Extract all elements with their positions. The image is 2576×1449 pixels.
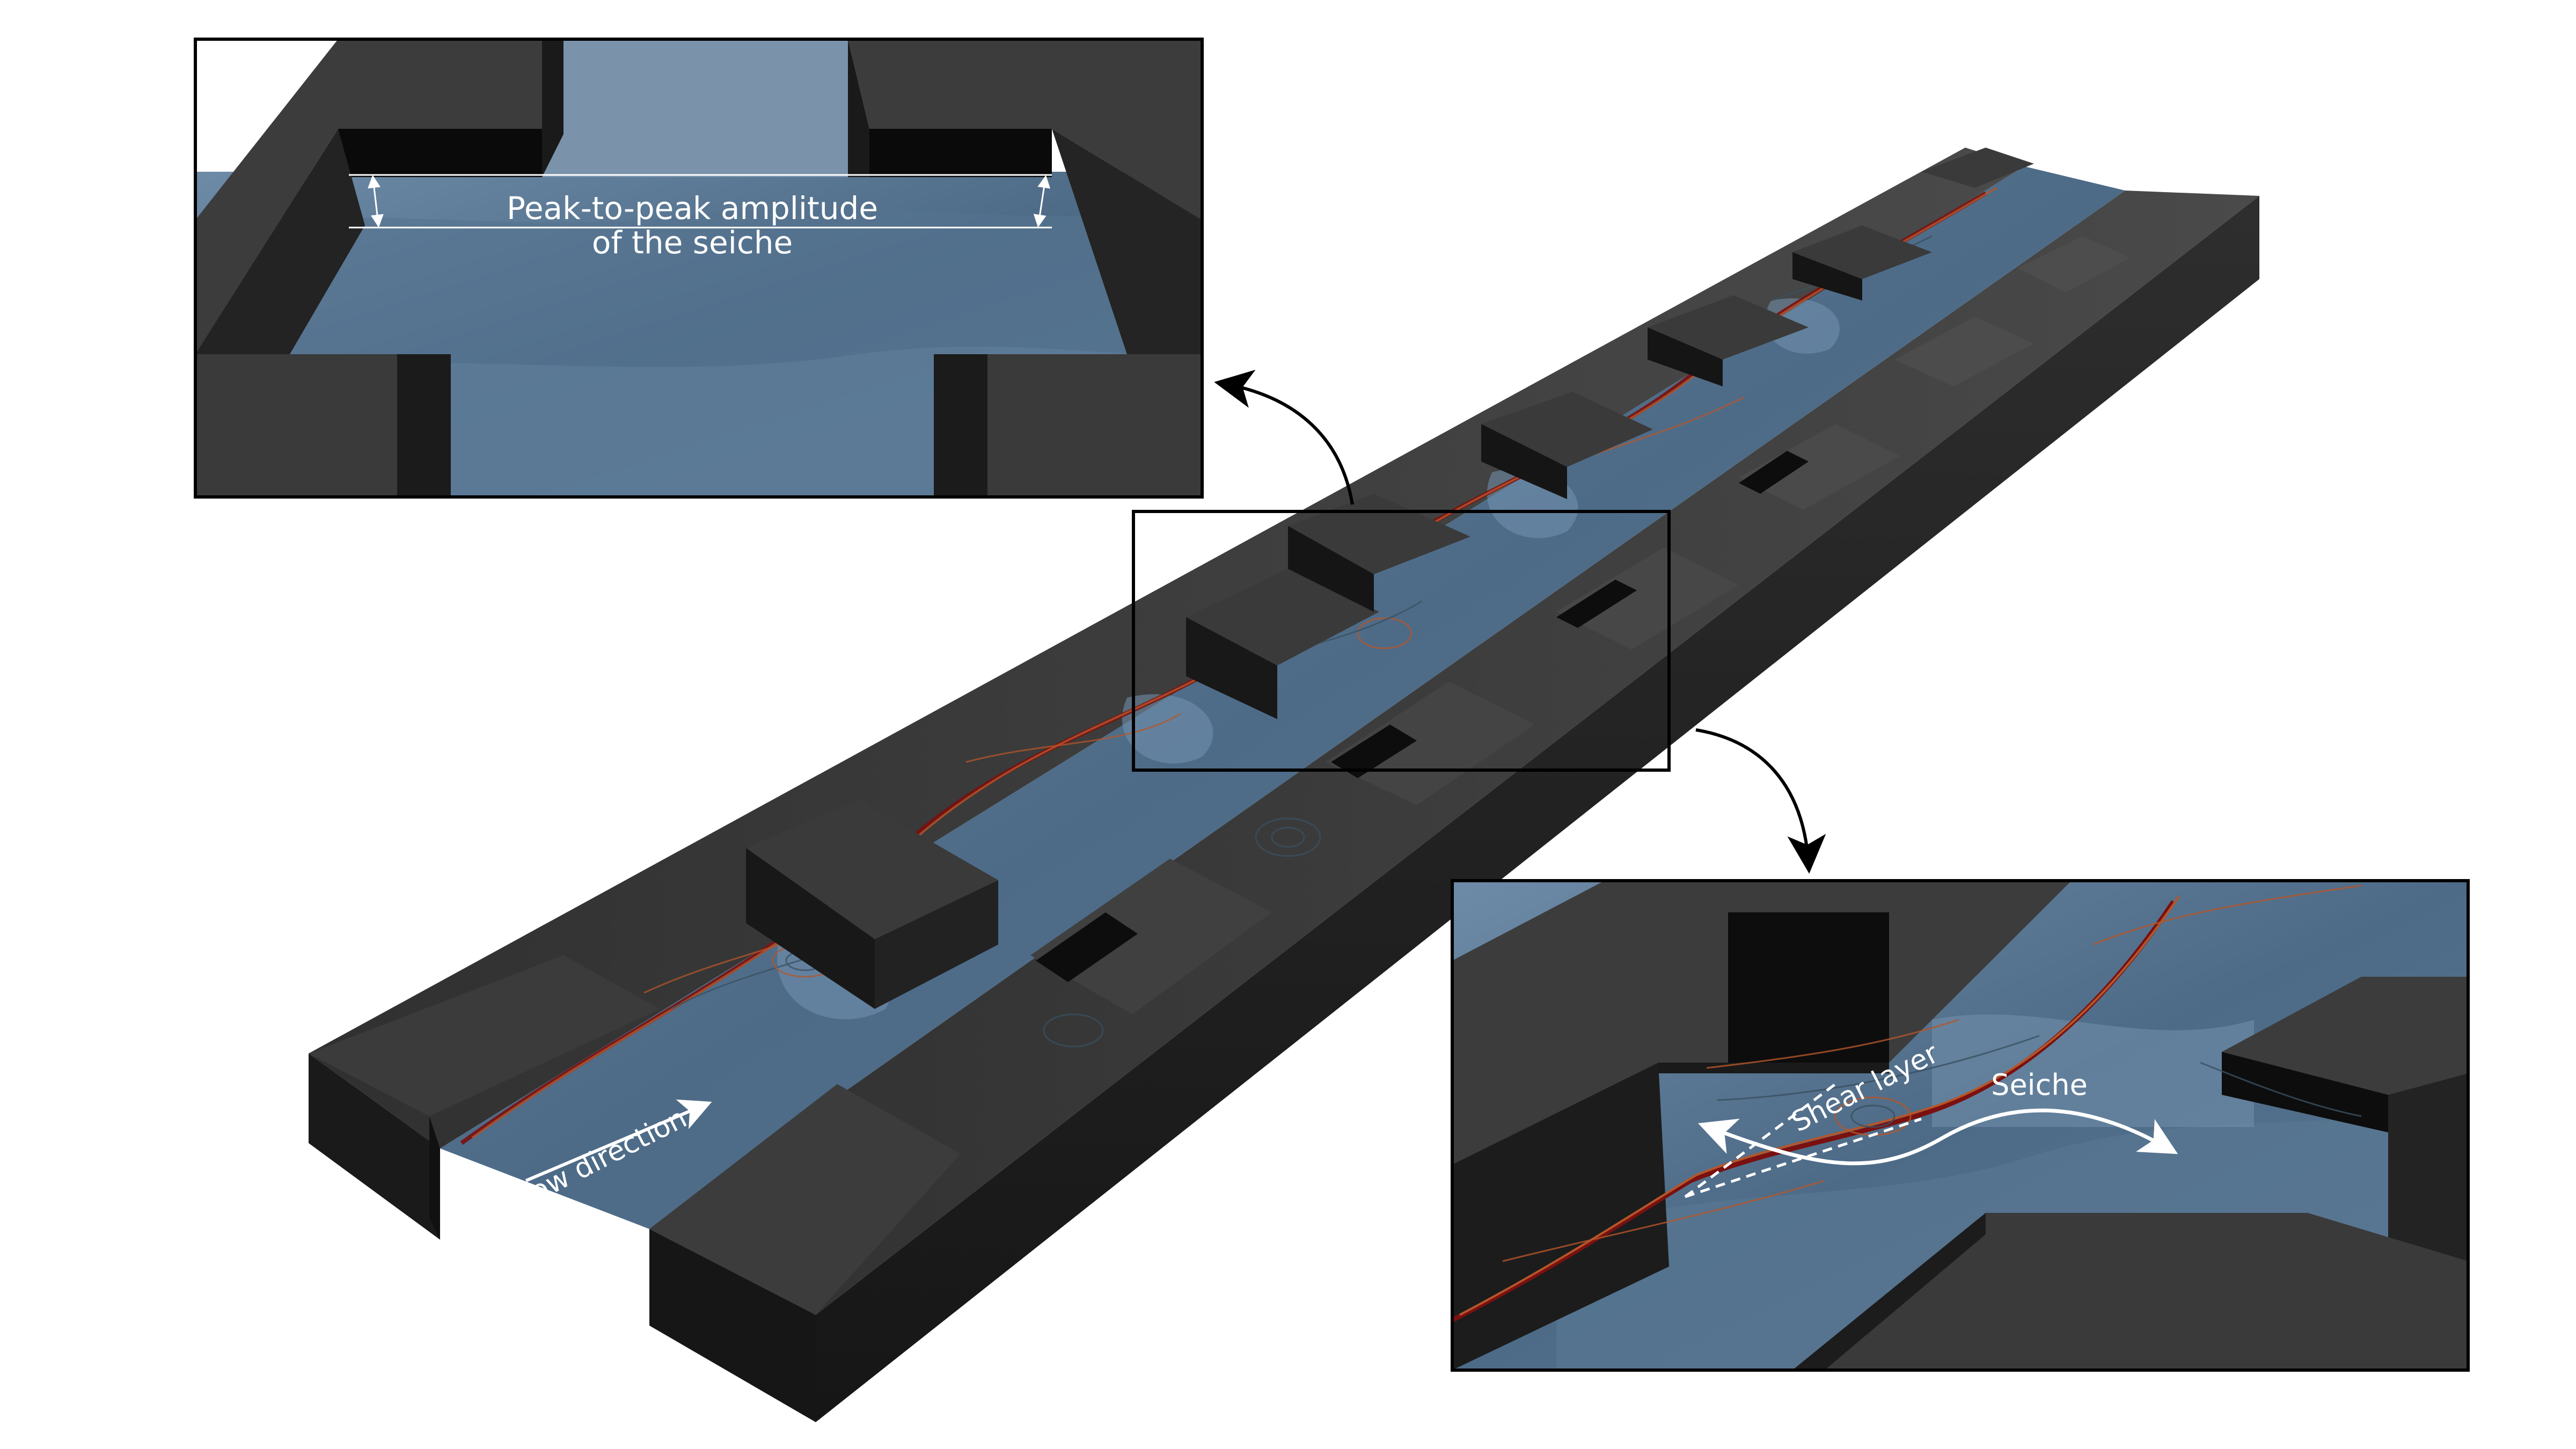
zoom-box bbox=[1132, 510, 1671, 772]
left-wall-front bbox=[309, 1053, 440, 1240]
right-wall-front bbox=[649, 1229, 816, 1422]
arrow-to-top-inset bbox=[1214, 370, 1354, 505]
amplitude-label-line1: Peak-to-peak amplitude bbox=[507, 190, 878, 226]
left-blocks bbox=[309, 148, 2034, 1240]
seiche-label: Seiche bbox=[1991, 1068, 2088, 1102]
inset-frame-top bbox=[194, 38, 1204, 499]
main-channel: Flow direction bbox=[309, 148, 2259, 1422]
left-wall-top bbox=[309, 148, 2024, 1148]
arrow-to-bottom-inset bbox=[1695, 728, 1826, 874]
inset-frame-bottom bbox=[1451, 879, 2470, 1372]
right-wall-side bbox=[816, 196, 2259, 1422]
amplitude-label-line2: of the seiche bbox=[592, 224, 793, 261]
inset-shear-seiche: Shear layer Seiche bbox=[1451, 879, 2470, 1372]
inset-seiche-amplitude: Peak-to-peak amplitude of the seiche bbox=[194, 38, 1204, 499]
right-blocks bbox=[649, 236, 2131, 1315]
